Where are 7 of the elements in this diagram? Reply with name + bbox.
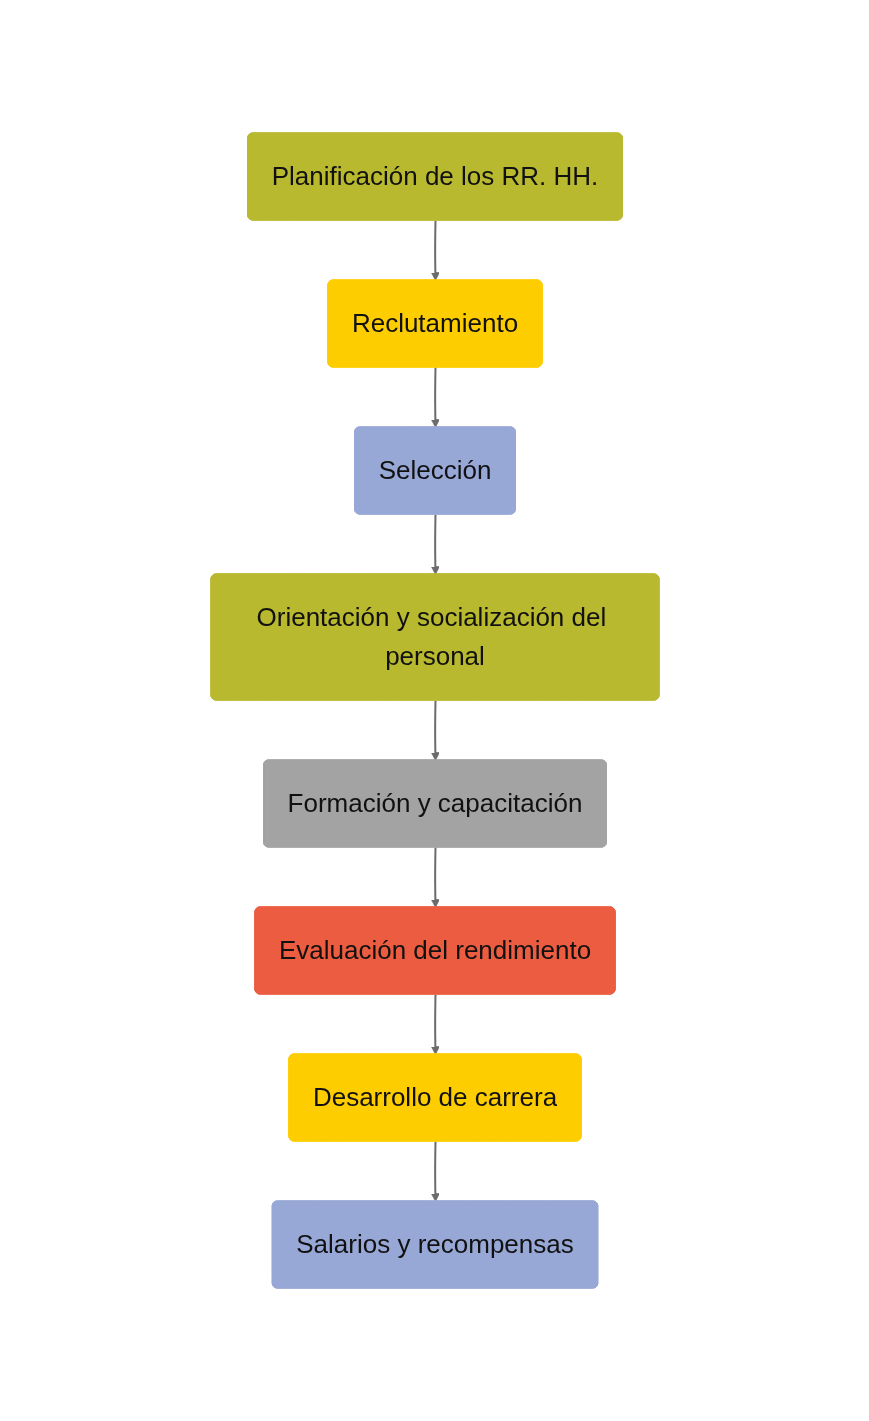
arrow — [430, 513, 440, 575]
arrow — [430, 366, 440, 428]
arrow — [430, 993, 440, 1055]
arrow — [430, 846, 440, 908]
arrow — [430, 1140, 440, 1202]
arrow — [430, 699, 440, 761]
arrow — [430, 219, 440, 281]
